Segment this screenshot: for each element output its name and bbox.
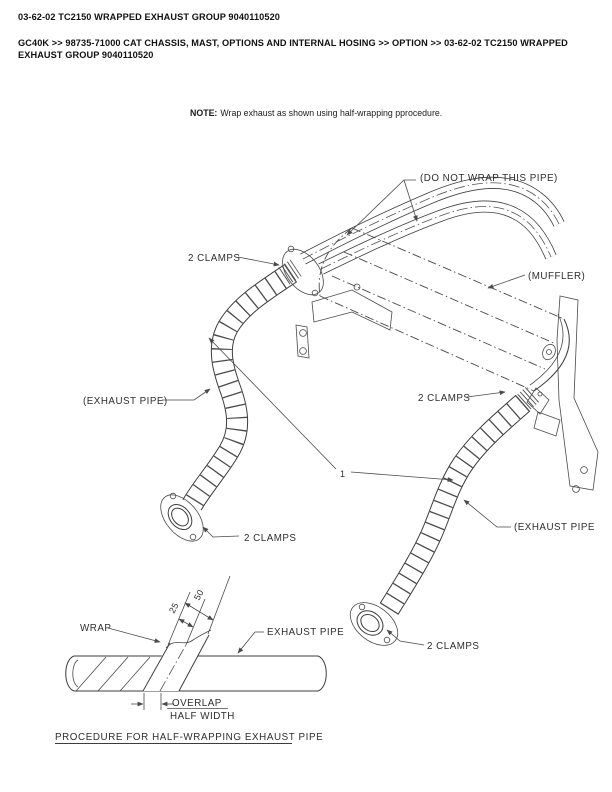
label-item-1: 1: [340, 469, 345, 479]
label-clamps-bottom-left: 2 CLAMPS: [244, 533, 296, 544]
note-text: Wrap exhaust as shown using half-wrappin…: [220, 108, 443, 118]
half-wrapping-procedure-diagram: 25 50 WRAP EXHAUST PIPE OVERLAP HALF WID…: [55, 575, 344, 744]
exhaust-pipe-leader: [237, 631, 264, 654]
label-exhaust-pipe-left: (EXHAUST PIPE): [83, 396, 168, 407]
procedure-pipe: [65, 655, 327, 692]
do-not-wrap-pipes: [300, 176, 565, 275]
dim-50: 50: [192, 588, 206, 602]
mounting-brackets: [295, 283, 599, 493]
page-title: 03-62-02 TC2150 WRAPPED EXHAUST GROUP 90…: [18, 12, 280, 22]
right-exhaust-pipe-wrapped: [379, 385, 541, 615]
label-muffler: (MUFFLER): [528, 271, 585, 282]
label-half-width: HALF WIDTH: [170, 711, 235, 722]
label-do-not-wrap: (DO NOT WRAP THIS PIPE): [420, 173, 558, 184]
wrap-strip: [142, 629, 212, 692]
flanges-and-clamps: [160, 245, 550, 646]
breadcrumb: GC40K >> 98735-71000 CAT CHASSIS, MAST, …: [18, 38, 568, 60]
leader-lines: [162, 179, 526, 646]
label-overlap: OVERLAP: [172, 698, 222, 709]
label-procedure-exhaust-pipe: EXHAUST PIPE: [267, 627, 344, 638]
left-exhaust-pipe-wrapped: [182, 259, 302, 511]
overlap-dimension: OVERLAP HALF WIDTH: [131, 693, 235, 722]
callout-labels: (DO NOT WRAP THIS PIPE) 2 CLAMPS (MUFFLE…: [83, 173, 595, 652]
note-label: NOTE:: [190, 108, 218, 118]
wrap-leader: [107, 627, 161, 643]
label-wrap: WRAP: [80, 623, 111, 634]
label-exhaust-pipe-right: (EXHAUST PIPE: [514, 522, 595, 533]
muffler-body: [318, 227, 570, 392]
note: NOTE:Wrap exhaust as shown using half-wr…: [190, 108, 442, 119]
procedure-title: PROCEDURE FOR HALF-WRAPPING EXHAUST PIPE: [55, 732, 323, 743]
label-clamps-mid-right: 2 CLAMPS: [418, 393, 470, 404]
dim-25: 25: [167, 601, 181, 615]
label-clamps-bottom: 2 CLAMPS: [427, 641, 479, 652]
label-clamps-top-left: 2 CLAMPS: [188, 253, 240, 264]
strip-width-dimensions: 25 50: [167, 575, 231, 646]
